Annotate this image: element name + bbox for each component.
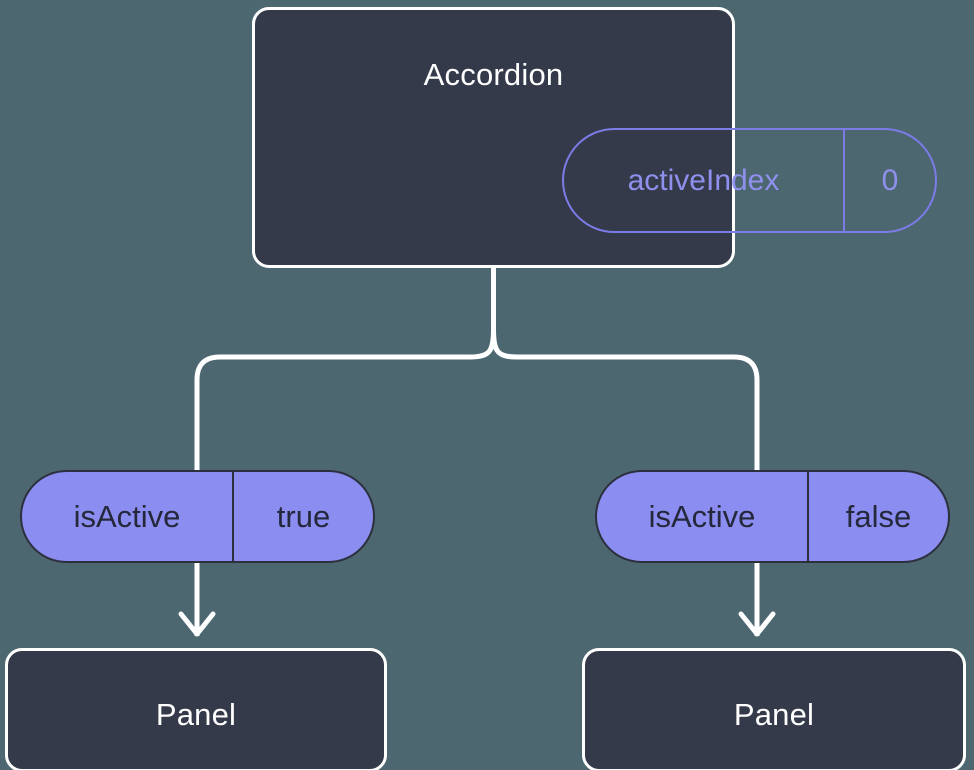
connector-fork-right xyxy=(491,329,760,472)
panel-title-left: Panel xyxy=(155,697,237,732)
arrow-head-left xyxy=(178,611,216,637)
panel-title-right: Panel xyxy=(733,697,815,732)
activeindex-prop-pill[interactable]: activeIndex 0 xyxy=(562,128,937,233)
activeindex-prop-key: activeIndex xyxy=(564,130,845,231)
activeindex-prop-value: 0 xyxy=(881,163,899,197)
panel-node-right[interactable]: Panel xyxy=(582,648,966,770)
isactive-prop-pill-left[interactable]: isActive true xyxy=(20,470,375,563)
isactive-prop-key-right: isActive xyxy=(597,472,809,561)
arrow-head-right xyxy=(738,611,776,637)
isactive-prop-key-left: isActive xyxy=(22,472,234,561)
isactive-prop-value-right: false xyxy=(845,498,912,534)
isactive-prop-value-left: true xyxy=(276,498,331,534)
accordion-title: Accordion xyxy=(423,57,564,92)
isactive-prop-pill-right[interactable]: isActive false xyxy=(595,470,950,563)
panel-node-left[interactable]: Panel xyxy=(5,648,387,770)
connector-fork-left xyxy=(194,329,496,472)
accordion-node[interactable]: Accordion activeIndex 0 xyxy=(252,7,937,268)
